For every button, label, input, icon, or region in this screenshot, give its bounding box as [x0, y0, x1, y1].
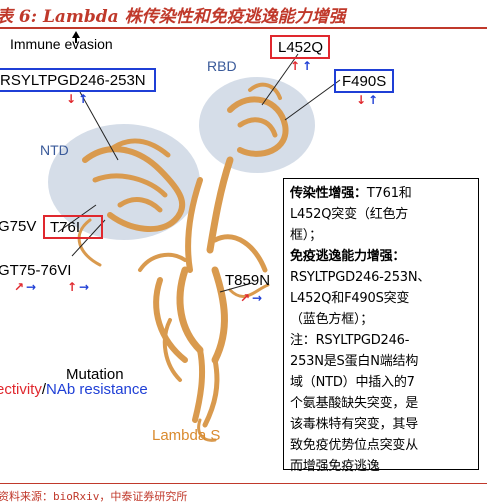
f490s-red-arrow: ↓: [356, 93, 367, 107]
g75v-label: G75V: [0, 218, 37, 235]
annotation-evasion-heading: 免疫逃逸能力增强：: [290, 249, 406, 264]
mutation-title: Mutation: [66, 366, 124, 383]
annotation-line-7: （蓝色方框）；: [290, 312, 374, 327]
spike-protein-figure: Immune evasion RBD NTD L452Q ↑ ↑ F490S ↓…: [0, 30, 487, 478]
title-bar: 表 6: Lambda 株传染性和免疫逃逸能力增强: [0, 0, 487, 30]
annotation-line-1: 传染性增强：T761和: [290, 186, 412, 201]
l452q-label: L452Q: [278, 39, 324, 56]
annotation-line-5: RSYLTPGD246-253N、: [290, 270, 431, 285]
mutation-separator: /: [41, 381, 47, 398]
l452q-blue-arrow: ↑: [302, 59, 313, 73]
annotation-line-13: 致免疫优势位点突变从: [290, 438, 419, 453]
t76i-blue-arrow: →: [79, 280, 90, 294]
annotation-line-8: 注：RSYLTPGD246-: [290, 333, 410, 348]
l452q-red-arrow: ↑: [290, 59, 301, 73]
annotation-line-14: 而增强免疫逃逸: [290, 459, 380, 474]
annotation-line-9: 253N是S蛋白N端结构: [290, 354, 419, 369]
title-rule: [0, 27, 487, 29]
t76i-box: T76I: [43, 215, 103, 239]
lambda-s-label: Lambda S: [152, 427, 221, 444]
source-note: 资料来源：bioRxiv，中泰证券研究所: [0, 490, 188, 503]
t76i-red-arrow: ↑: [67, 280, 78, 294]
f490s-box: F490S: [334, 69, 394, 93]
f490s-blue-arrow: ↑: [368, 93, 379, 107]
rsyltpgd-red-arrow: ↓: [66, 92, 77, 106]
gt75-label: GT75-76VI: [0, 262, 72, 279]
gt75-red-arrow: ↗: [14, 280, 25, 294]
t76i-label: T76I: [50, 219, 81, 236]
l452q-box: L452Q: [270, 35, 330, 59]
rsyltpgd-label: RSYLTPGD246-253N: [0, 72, 146, 89]
annotation-line-11: 个氨基酸缺失突变，是: [290, 396, 419, 411]
rsyltpgd-blue-arrow: ↑: [78, 92, 89, 106]
immune-evasion-label: Immune evasion: [10, 36, 113, 52]
annotation-line-3: 框）；: [290, 228, 322, 243]
protein-ribbon: [77, 82, 289, 442]
figure-title: 表 6: Lambda 株传染性和免疫逃逸能力增强: [0, 7, 346, 27]
ntd-label: NTD: [40, 142, 69, 158]
mutation-infectivity: ectivity: [0, 381, 42, 398]
mutation-nab: NAb resistance: [46, 381, 148, 398]
pointer-lines: [57, 53, 341, 293]
spike-protein-illustration: [48, 31, 341, 442]
annotation-infectivity-heading: 传染性增强：: [290, 186, 367, 201]
rbd-label: RBD: [207, 58, 237, 74]
f490s-label: F490S: [342, 73, 387, 90]
t859n-red-arrow: ↗: [240, 291, 251, 305]
gt75-blue-arrow: →: [26, 280, 37, 294]
annotation-line-4: 免疫逃逸能力增强：: [290, 246, 472, 267]
rbd-ellipse: [199, 77, 315, 173]
mutation-legend: ectivity/NAb resistance: [0, 381, 148, 398]
annotation-line-6: L452Q和F490S突变: [290, 291, 410, 306]
annotation-line-2: L452Q突变（红色方: [290, 207, 409, 222]
t859n-label: T859N: [225, 272, 271, 289]
annotation-box: 传染性增强：T761和 L452Q突变（红色方 框）； 免疫逃逸能力增强： RS…: [283, 178, 479, 474]
annotation-line-10: 域（NTD）中插入的7: [290, 375, 415, 390]
rsyltpgd-box: RSYLTPGD246-253N: [0, 68, 156, 92]
annotation-line-12: 该毒株特有突变，其导: [290, 417, 419, 432]
t859n-blue-arrow: →: [252, 291, 263, 305]
source-rule: [0, 483, 487, 484]
